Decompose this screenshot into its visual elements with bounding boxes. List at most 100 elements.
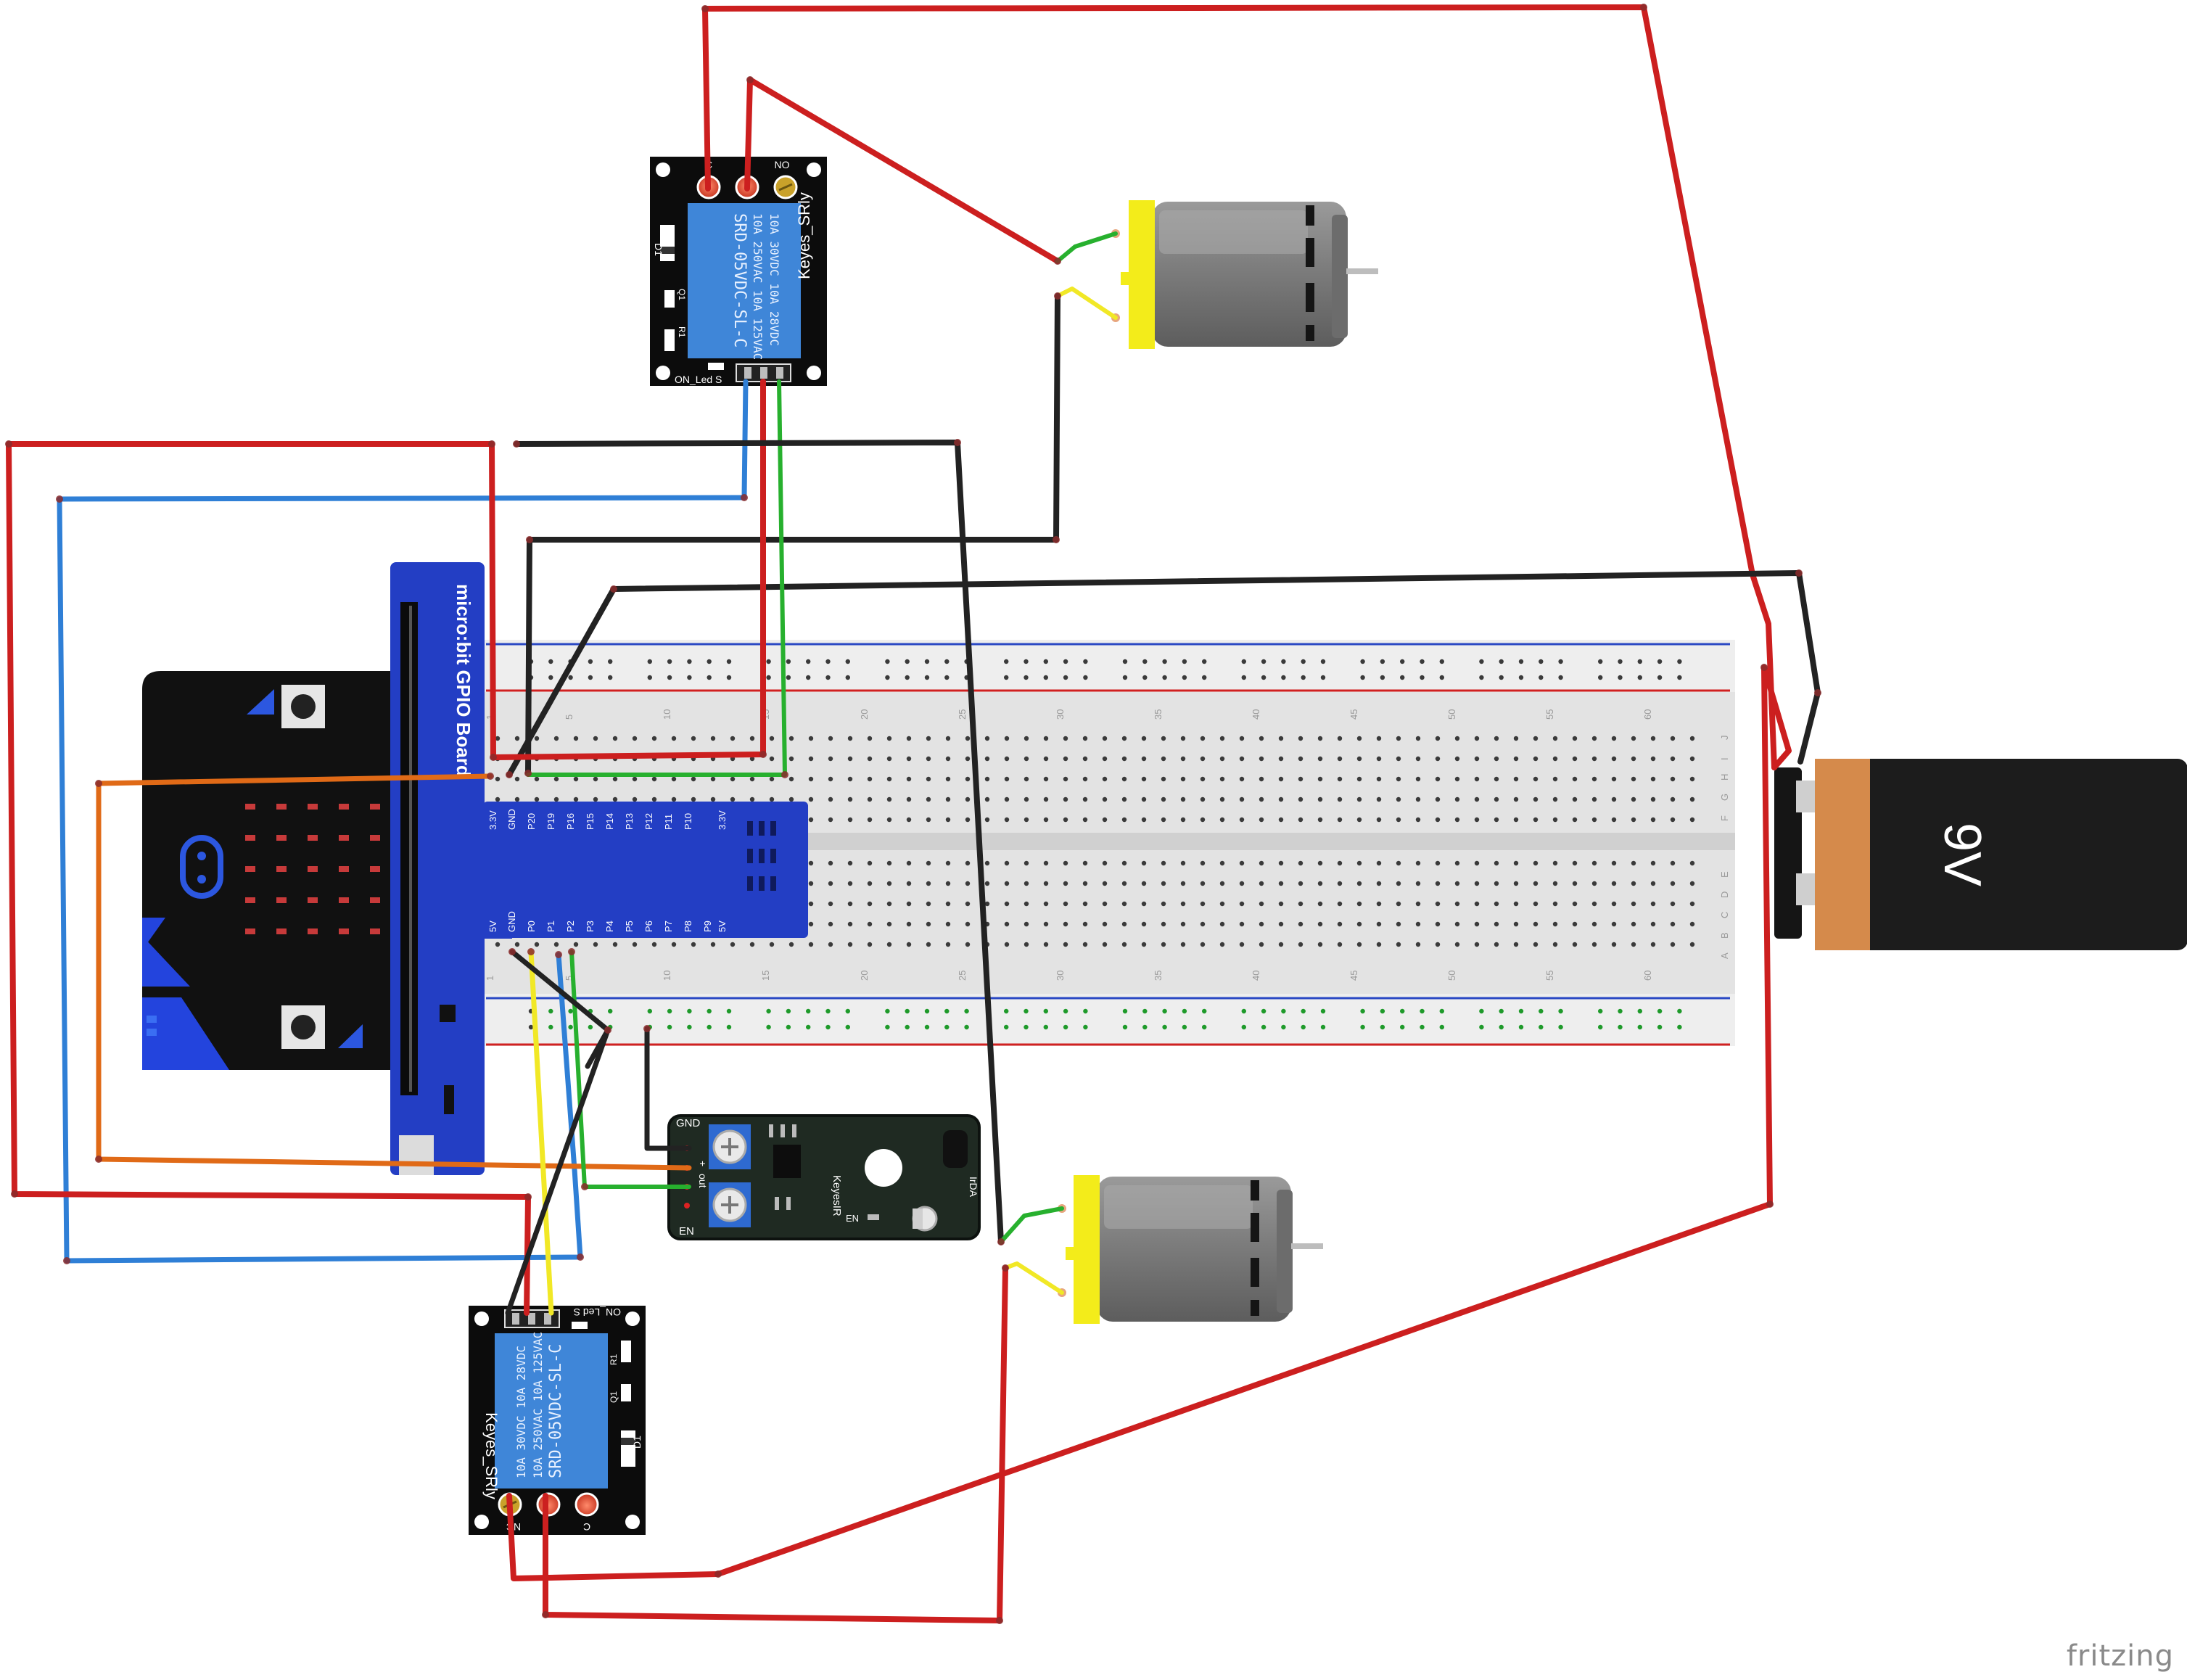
pin-label: IrDA [968, 1177, 979, 1198]
column-number: 45 [1348, 971, 1359, 981]
relay-terminal-label: C [583, 1521, 590, 1533]
breadboard-hole [671, 796, 677, 802]
wire-endpoint [568, 948, 575, 955]
breadboard-hole [808, 776, 814, 782]
breadboard-hole [1298, 901, 1303, 907]
breadboard-hole [1317, 901, 1323, 907]
wire-green [1055, 231, 1118, 263]
column-number: 40 [1251, 709, 1261, 720]
breadboard-hole [1513, 736, 1519, 741]
breadboard-rail-hole [568, 675, 573, 680]
breadboard-hole [1161, 796, 1166, 802]
breadboard-rail-hole [905, 659, 910, 664]
breadboard-hole [1043, 736, 1049, 741]
breadboard-hole [828, 817, 833, 823]
breadboard-hole [1650, 942, 1656, 947]
breadboard-hole [1239, 881, 1245, 886]
breadboard-hole [1650, 776, 1656, 782]
breadboard-rail-hole [1063, 659, 1068, 664]
breadboard-rail-hole [1122, 1024, 1128, 1030]
breadboard-rail-hole [1083, 675, 1088, 680]
breadboard-rail-hole [726, 1024, 732, 1030]
breadboard-hole [1317, 756, 1323, 762]
breadboard-hole [1494, 901, 1499, 907]
breadboard-hole [1200, 921, 1206, 927]
breadboard-hole [906, 860, 912, 866]
breadboard-hole [1298, 796, 1303, 802]
pin-label: P8 [683, 921, 693, 932]
led [308, 866, 318, 872]
breadboard-rail-hole [1499, 1024, 1504, 1030]
breadboard-hole [1650, 901, 1656, 907]
breadboard-rail-hole [1479, 675, 1484, 680]
breadboard-hole [1396, 921, 1401, 927]
breadboard-hole [1004, 736, 1010, 741]
breadboard-hole [926, 860, 931, 866]
breadboard-hole [1043, 860, 1049, 866]
ir-sensor-module: GND + out EN EN KeyesIR IrDA [667, 1114, 981, 1240]
breadboard-hole [847, 860, 853, 866]
breadboard-rail-hole [1657, 1024, 1663, 1030]
breadboard-rail-hole [1539, 675, 1544, 680]
breadboard-hole [1121, 901, 1127, 907]
breadboard-hole [1082, 736, 1088, 741]
breadboard-hole [1337, 942, 1343, 947]
breadboard-hole [1317, 921, 1323, 927]
breadboard-hole [749, 736, 755, 741]
breadboard-hole [808, 736, 814, 741]
breadboard-hole [965, 901, 971, 907]
breadboard-hole [1200, 881, 1206, 886]
breadboard-hole [788, 776, 794, 782]
breadboard-hole [1631, 796, 1636, 802]
breadboard-hole [847, 817, 853, 823]
breadboard-hole [1024, 756, 1029, 762]
led [339, 928, 349, 934]
breadboard-hole [965, 796, 971, 802]
breadboard-hole [1298, 921, 1303, 927]
breadboard-hole [1533, 756, 1539, 762]
wire-endpoint [508, 948, 516, 955]
breadboard-rail-hole [786, 675, 791, 680]
breadboard-hole [867, 776, 873, 782]
breadboard-hole [1474, 756, 1480, 762]
breadboard-hole [573, 736, 579, 741]
breadboard-hole [1024, 796, 1029, 802]
breadboard-hole [1082, 881, 1088, 886]
breadboard-hole [1474, 921, 1480, 927]
breadboard-hole [1356, 942, 1362, 947]
breadboard-hole [1533, 942, 1539, 947]
pin-label: P0 [526, 921, 537, 932]
breadboard-hole [1689, 817, 1695, 823]
breadboard-rail-hole [1518, 675, 1524, 680]
breadboard-hole [1024, 901, 1029, 907]
relay-terminal-c[interactable] [574, 1492, 599, 1517]
breadboard-rail-hole [1598, 659, 1603, 664]
breadboard-hole [1024, 942, 1029, 947]
breadboard-hole [593, 736, 598, 741]
breadboard-rail-hole [1281, 1008, 1286, 1014]
breadboard-hole [867, 860, 873, 866]
breadboard-hole [1259, 942, 1264, 947]
breadboard-hole [828, 776, 833, 782]
motor-bottom [1058, 1175, 1323, 1324]
column-number: 1 [485, 715, 495, 720]
breadboard-hole [1396, 942, 1401, 947]
breadboard-hole [1219, 736, 1225, 741]
breadboard-rail-hole [1043, 1024, 1049, 1030]
breadboard-rail-hole [1281, 1024, 1286, 1030]
breadboard-hole [1591, 796, 1597, 802]
breadboard-rail-hole [845, 1008, 851, 1014]
breadboard-rail-hole [1618, 659, 1623, 664]
breadboard-hole [1631, 736, 1636, 741]
breadboard-hole [1552, 942, 1558, 947]
breadboard-rail-hole [1598, 675, 1603, 680]
breadboard-hole [1298, 776, 1303, 782]
breadboard-hole [1435, 756, 1441, 762]
breadboard-hole [1180, 756, 1186, 762]
breadboard-rail-hole [964, 1024, 969, 1030]
breadboard-hole [1317, 881, 1323, 886]
breadboard-rail-hole [1320, 1008, 1326, 1014]
breadboard-hole [1474, 860, 1480, 866]
breadboard-hole [1337, 921, 1343, 927]
breadboard-hole [1611, 860, 1617, 866]
